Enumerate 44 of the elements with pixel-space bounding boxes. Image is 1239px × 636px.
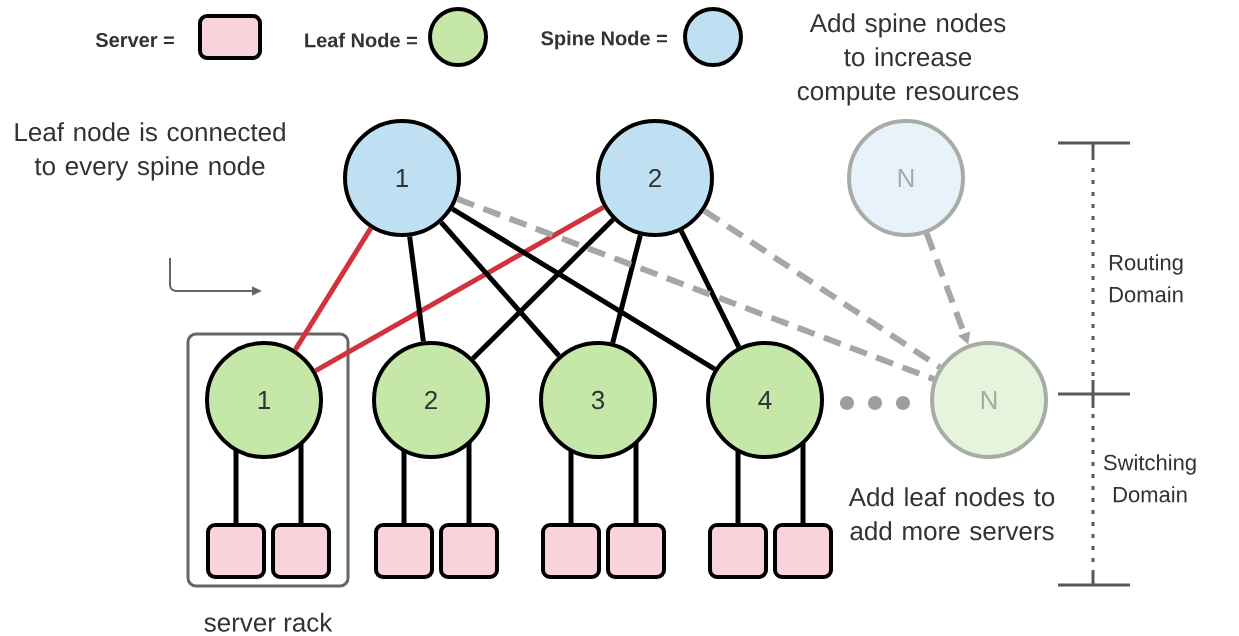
- link-line: [451, 206, 716, 372]
- link-line: [568, 450, 574, 523]
- leaf-node: 2: [372, 341, 490, 459]
- leaf-node: N: [930, 341, 1048, 459]
- leaf-node: 3: [539, 341, 657, 459]
- server-box: [271, 523, 331, 579]
- link-line: [735, 450, 741, 523]
- server-box: [206, 523, 266, 579]
- link-line: [678, 229, 742, 349]
- link-line: [407, 236, 426, 342]
- link-line: [471, 217, 615, 361]
- server-rack-box: [186, 332, 350, 588]
- server-box: [439, 523, 499, 579]
- dashed-link-line: [702, 208, 942, 370]
- domain-label: Switching Domain: [1103, 454, 1196, 503]
- server-box: [708, 523, 768, 579]
- spine-node: N: [847, 119, 965, 237]
- link-line: [610, 234, 643, 344]
- leaf-node: 1: [205, 341, 323, 459]
- link-line: [466, 442, 472, 523]
- link-line: [293, 226, 373, 352]
- leaf-node: 4: [706, 341, 824, 459]
- annotation-text: Add spine nodes to increase compute resources: [797, 13, 1019, 106]
- spine-node: 1: [343, 119, 461, 237]
- legend-label: Spine Node =: [541, 30, 667, 50]
- spine-node: 2: [596, 119, 714, 237]
- caption-text: server rack: [204, 612, 333, 632]
- server-box: [541, 523, 601, 579]
- server-box: [606, 523, 666, 579]
- link-line: [633, 442, 639, 523]
- annotation-text: Add leaf nodes to add more servers: [848, 487, 1055, 541]
- link-line: [401, 450, 407, 523]
- dashed-link-line: [456, 196, 935, 382]
- server-box: [374, 523, 434, 579]
- link-line: [800, 442, 806, 523]
- annotation-text: Leaf node is connected to every spine node: [15, 122, 285, 181]
- link-line: [233, 449, 239, 523]
- legend-label: Server =: [95, 32, 174, 48]
- link-line: [298, 443, 304, 523]
- link-line: [439, 220, 561, 358]
- legend-label: Leaf Node =: [305, 32, 417, 48]
- link-line: [314, 204, 605, 374]
- server-box: [773, 523, 833, 579]
- domain-label: Routing Domain: [1109, 254, 1183, 303]
